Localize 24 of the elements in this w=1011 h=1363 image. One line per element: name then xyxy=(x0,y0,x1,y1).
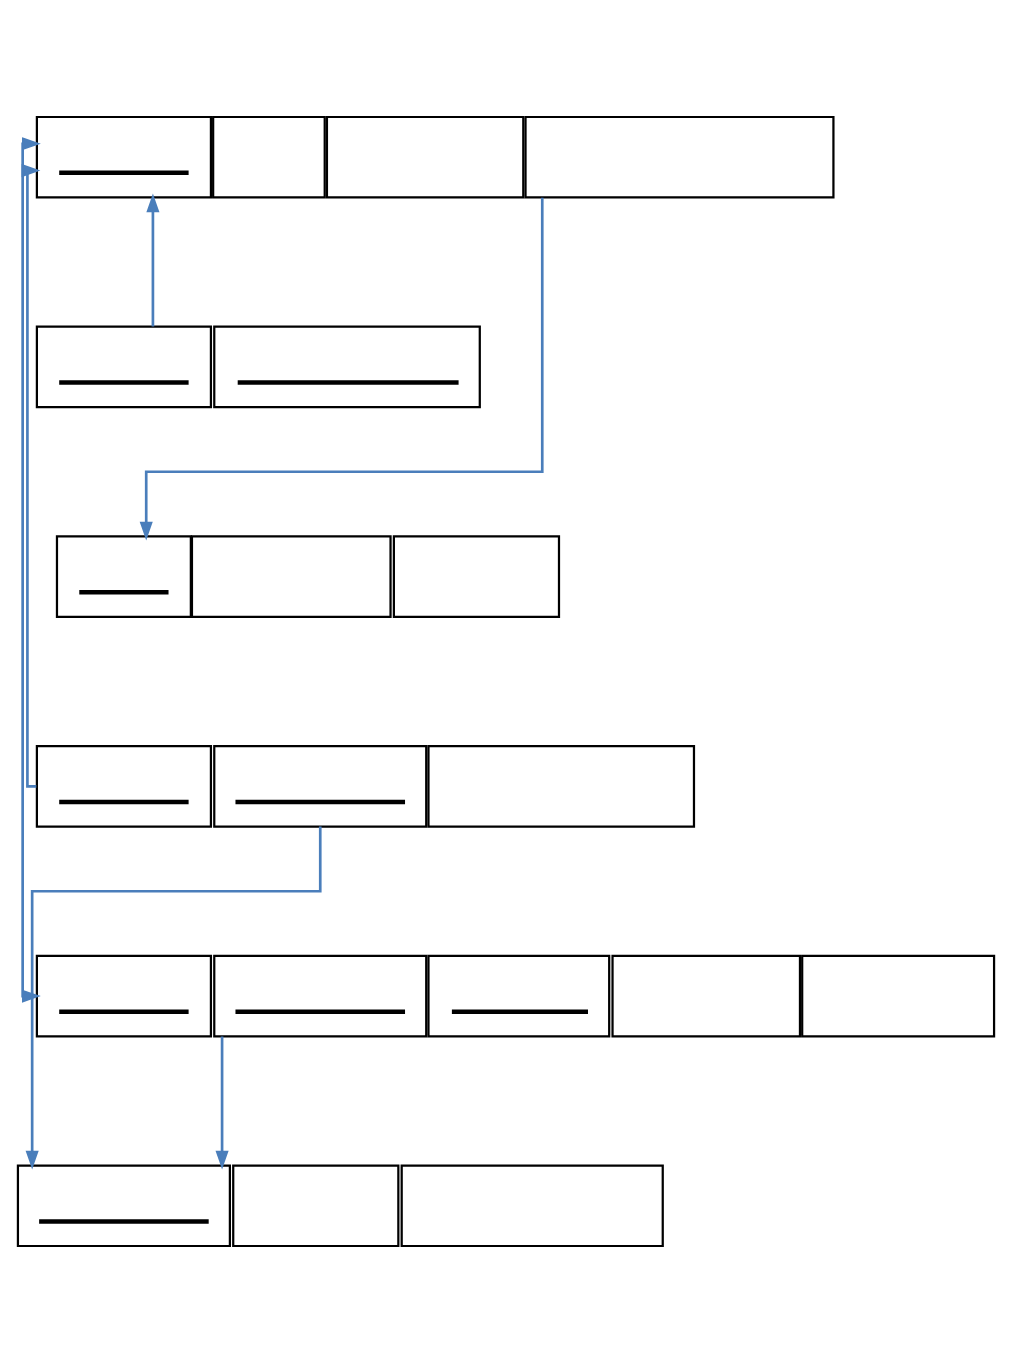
node-box xyxy=(212,325,481,409)
node-box xyxy=(211,115,326,199)
node-box xyxy=(16,1164,231,1248)
node-box xyxy=(426,745,695,828)
node-box xyxy=(800,954,995,1038)
node-box xyxy=(35,745,212,828)
node-box xyxy=(325,115,524,199)
node-box xyxy=(392,535,560,618)
node-box xyxy=(35,325,212,409)
node-box xyxy=(55,535,192,618)
node-box xyxy=(231,1164,399,1248)
node-box xyxy=(190,535,392,618)
node-box xyxy=(212,954,427,1038)
node-box xyxy=(400,1164,664,1248)
node-box xyxy=(35,954,212,1038)
node-box xyxy=(523,115,835,199)
node-box xyxy=(35,115,212,199)
arrow xyxy=(139,197,544,541)
node-box xyxy=(610,954,801,1038)
arrow xyxy=(25,826,322,1170)
arrow xyxy=(145,193,159,327)
node-box xyxy=(426,954,610,1038)
node-box xyxy=(212,745,427,828)
arrow xyxy=(215,1036,229,1170)
